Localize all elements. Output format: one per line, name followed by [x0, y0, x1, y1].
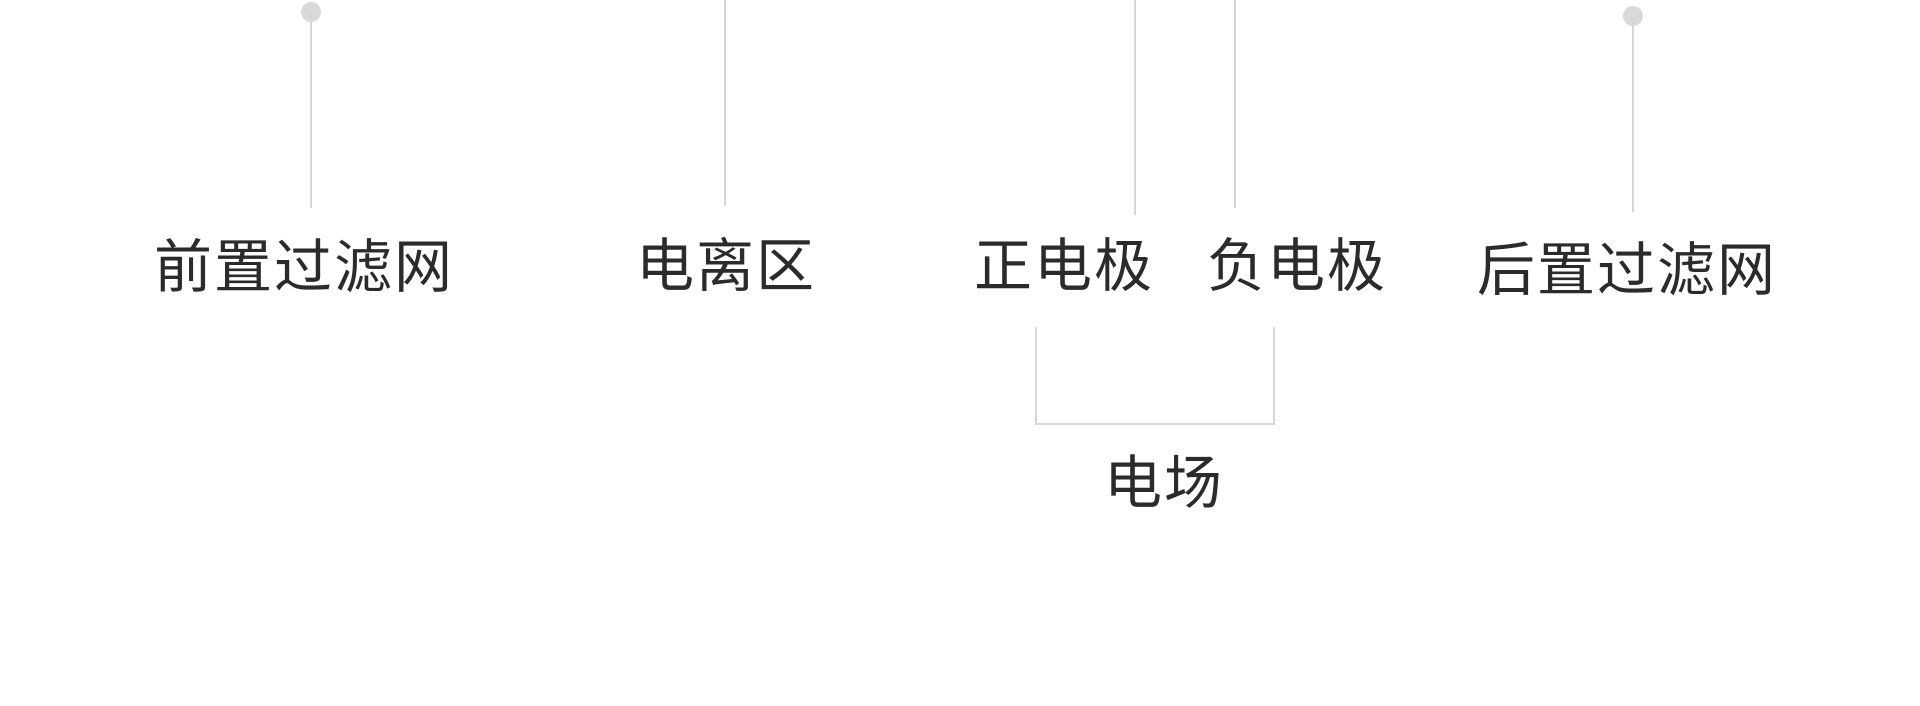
electric-field-label: 电场 — [1103, 449, 1225, 517]
post-filter-leader-line — [1632, 16, 1634, 212]
positive-electrode-label: 正电极 — [973, 232, 1155, 300]
pre-filter-label: 前置过滤网 — [153, 233, 455, 301]
ionization-zone-label: 电离区 — [635, 232, 817, 300]
negative-electrode-leader-line — [1234, 0, 1236, 208]
post-filter-label: 后置过滤网 — [1476, 236, 1778, 304]
ionization-zone-leader-line — [724, 0, 726, 206]
electric-field-bracket — [1035, 327, 1275, 425]
negative-electrode-label: 负电极 — [1206, 232, 1388, 300]
positive-electrode-leader-line — [1134, 0, 1136, 215]
pre-filter-leader-line — [310, 12, 312, 208]
